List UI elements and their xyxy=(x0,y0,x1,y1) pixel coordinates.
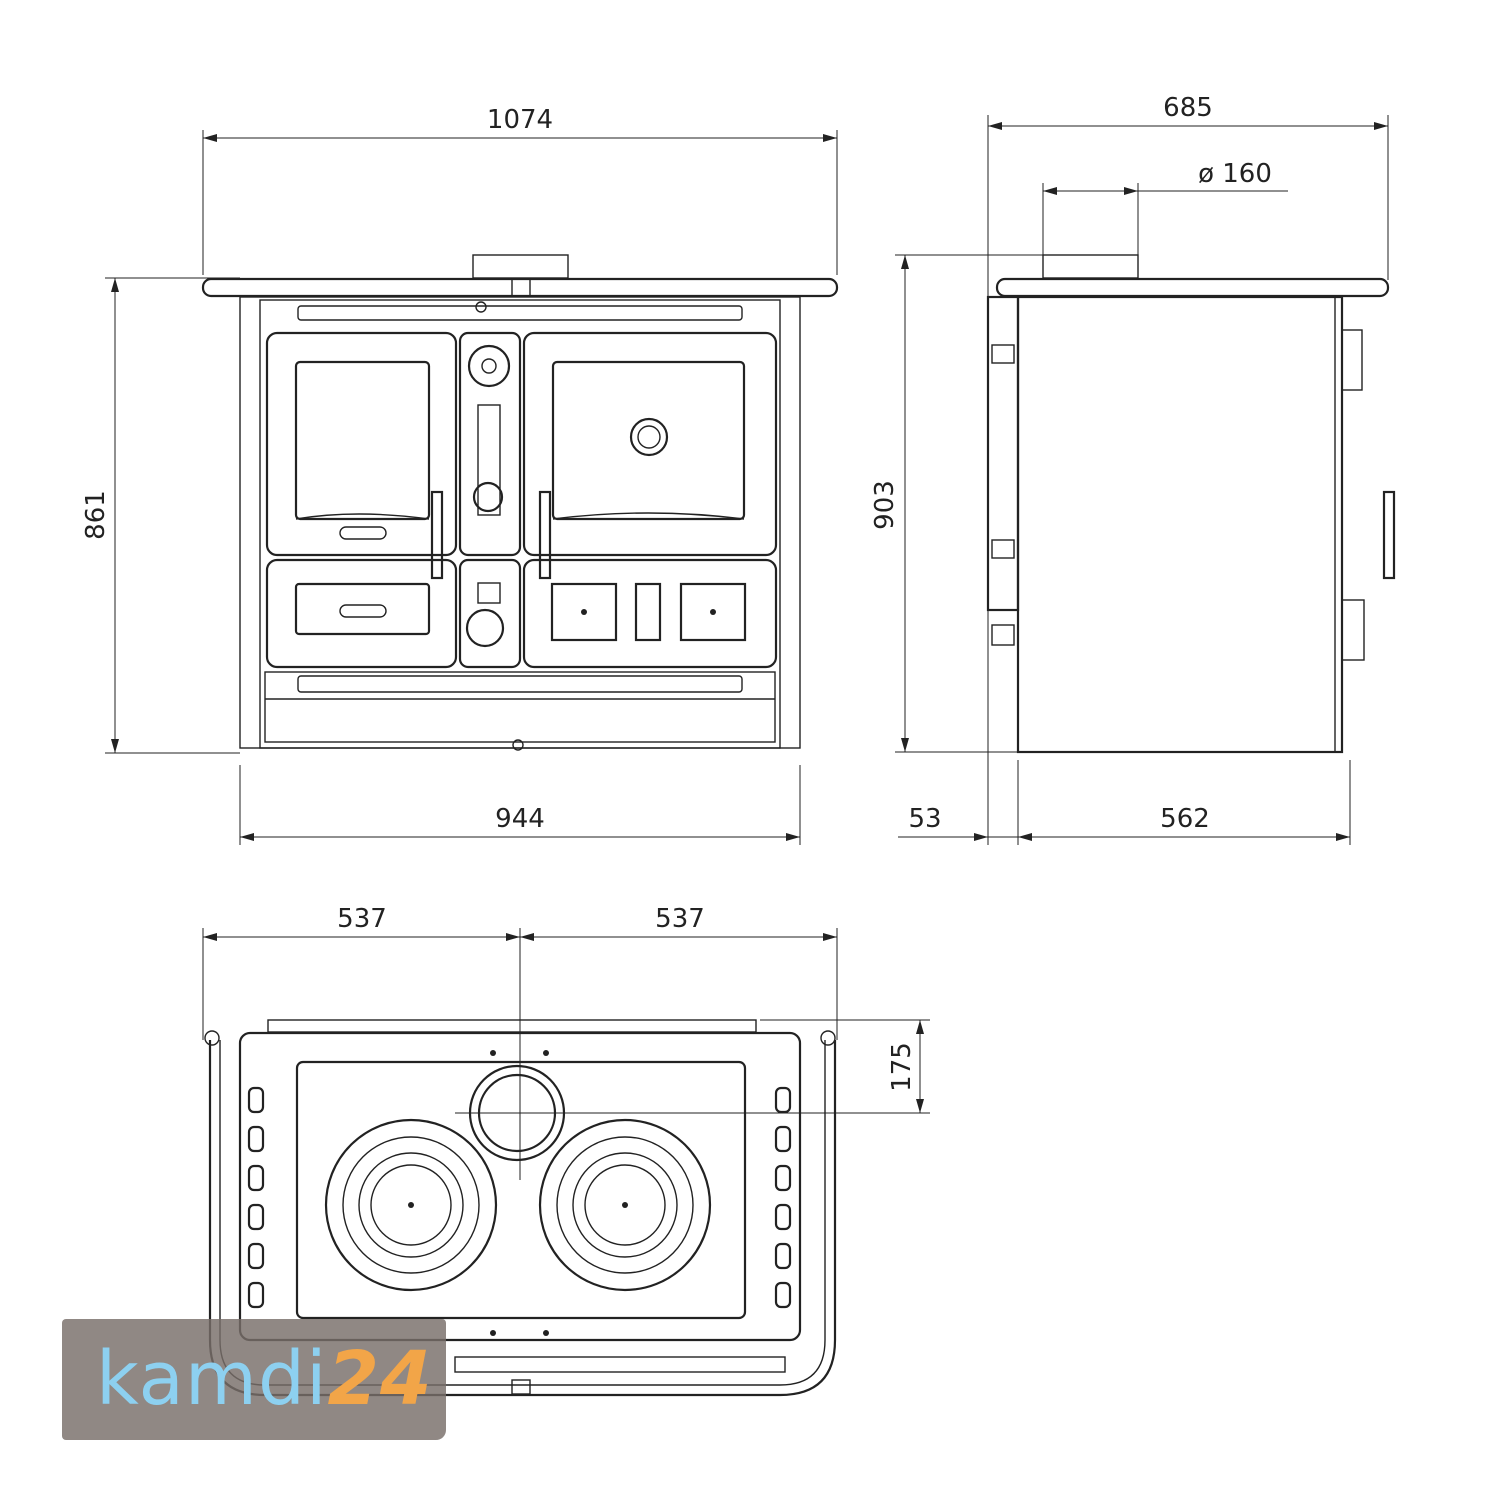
dim-top-flue-offset: 175 xyxy=(887,1042,917,1092)
dim-side-door-depth: 53 xyxy=(908,804,941,834)
dim-front-height: 861 xyxy=(81,490,111,540)
hotplate-left xyxy=(324,1118,498,1292)
dim-side-body-depth: 562 xyxy=(1160,804,1210,834)
dim-side-height: 903 xyxy=(870,480,900,530)
side-view: 685 ø 160 903 53 562 xyxy=(870,93,1396,845)
dim-top-left-half: 537 xyxy=(337,904,387,934)
side-vents xyxy=(247,1086,792,1309)
dim-top-right-half: 537 xyxy=(655,904,705,934)
top-view: 537 537 175 xyxy=(202,904,930,1397)
hotplate-right xyxy=(538,1118,712,1292)
dim-front-total-width: 1074 xyxy=(487,105,553,135)
front-view: 1074 861 944 xyxy=(81,105,839,845)
dim-front-body-width: 944 xyxy=(495,804,545,834)
dim-flue-diameter: ø 160 xyxy=(1198,159,1272,189)
logo-text-number: 24 xyxy=(327,1336,433,1422)
dim-side-total-depth: 685 xyxy=(1163,93,1213,123)
logo-text-main: kamdi xyxy=(96,1336,328,1422)
kamdi24-logo: kamdi24 xyxy=(62,1319,446,1440)
